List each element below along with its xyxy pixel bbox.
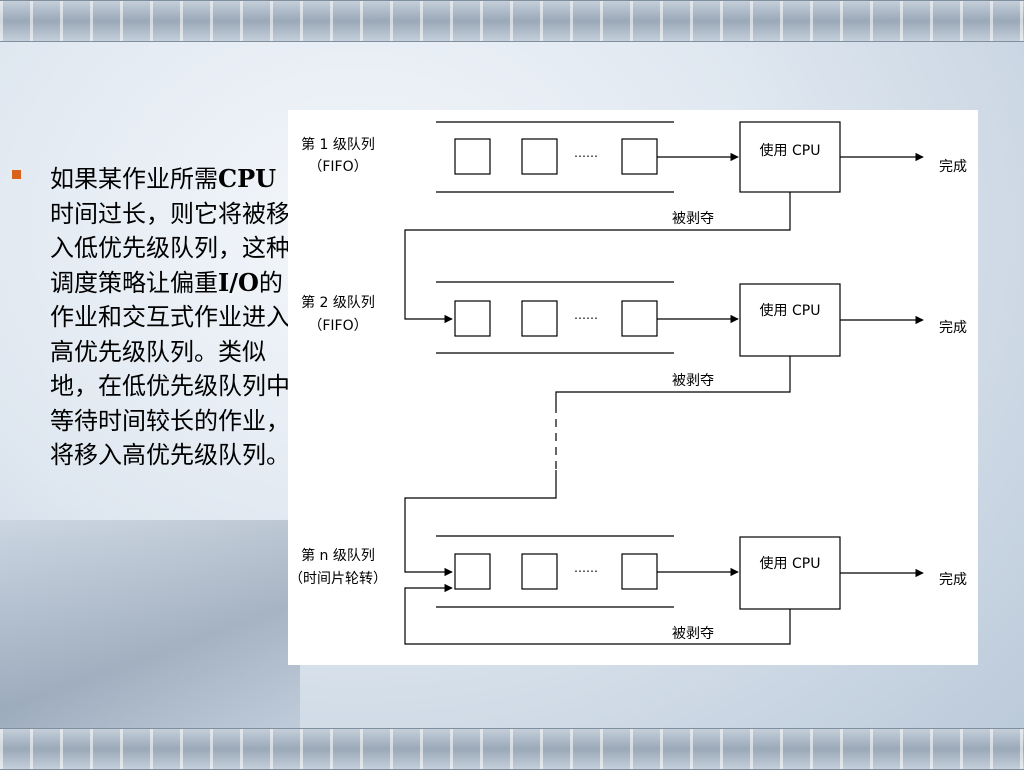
queue-n-type: （时间片轮转） bbox=[289, 571, 387, 587]
queue-n: 第 n 级队列 （时间片轮转） …… 使用 CPU 完成 被剥夺 bbox=[289, 535, 967, 645]
queue-n-job-box bbox=[521, 553, 558, 590]
queue-1: 第 1 级队列 （FIFO） …… 使用 CPU 完成 被剥夺 bbox=[301, 121, 967, 324]
queue-n-cpu-label: 使用 CPU bbox=[760, 555, 821, 572]
queue-2-name: 第 2 级队列 bbox=[301, 294, 375, 311]
queue-2-cpu-label: 使用 CPU bbox=[760, 302, 821, 319]
bullet-marker bbox=[12, 170, 21, 179]
text-part-3: 的作业和交互式作业进入高优先级队列。类似地，在低优先级队列中等待时间较长的作业，… bbox=[50, 268, 290, 470]
queue-n-round-robin-path bbox=[404, 583, 791, 645]
queue-n-ellipsis: …… bbox=[574, 561, 598, 575]
queue-n-job-box bbox=[454, 553, 491, 590]
queue-2-done-label: 完成 bbox=[939, 320, 967, 336]
queue-n-name: 第 n 级队列 bbox=[301, 547, 375, 564]
queue-n-preempt-label: 被剥夺 bbox=[672, 626, 714, 642]
text-io: I/O bbox=[218, 267, 259, 297]
bullet-text: 如果某作业所需CPU 时间过长，则它将被移入低优先级队列，这种调度策略让偏重I/O… bbox=[50, 162, 300, 473]
diagram-svg: 第 1 级队列 （FIFO） …… 使用 CPU 完成 被剥夺 第 2 级队列 … bbox=[289, 121, 967, 645]
queue-1-job-box bbox=[621, 138, 658, 175]
text-cpu: CPU bbox=[218, 164, 277, 193]
queue-2-ellipsis: …… bbox=[574, 308, 598, 322]
queue-2-job-box bbox=[621, 300, 658, 337]
queue-2-job-box bbox=[454, 300, 491, 337]
queue-2-job-box bbox=[521, 300, 558, 337]
queue-1-done-label: 完成 bbox=[939, 159, 967, 175]
queue-n-job-box bbox=[621, 553, 658, 590]
queue-1-preempt-label: 被剥夺 bbox=[672, 211, 714, 227]
bottom-decorative-band bbox=[0, 728, 1024, 770]
queue-1-ellipsis: …… bbox=[574, 146, 598, 160]
queue-n-done-label: 完成 bbox=[939, 572, 967, 588]
queue-1-cpu-box bbox=[739, 121, 841, 193]
queue-1-preempt-path bbox=[404, 192, 791, 324]
queue-2: 第 2 级队列 （FIFO） …… 使用 CPU 完成 被剥夺 bbox=[301, 281, 967, 577]
queue-1-type: （FIFO） bbox=[308, 159, 367, 175]
queue-1-cpu-label: 使用 CPU bbox=[760, 142, 821, 159]
text-part-1: 如果某作业所需 bbox=[50, 165, 218, 193]
multilevel-queue-diagram: 第 1 级队列 （FIFO） …… 使用 CPU 完成 被剥夺 第 2 级队列 … bbox=[288, 110, 978, 665]
background-wall-decoration bbox=[0, 520, 300, 728]
text-part-2: 时间过长，则它将被移入低优先级队列，这种调度策略让偏重 bbox=[50, 199, 290, 297]
queue-2-type: （FIFO） bbox=[308, 318, 367, 334]
queue-2-preempt-path-lower bbox=[404, 470, 557, 577]
queue-1-job-box bbox=[454, 138, 491, 175]
queue-1-name: 第 1 级队列 bbox=[301, 136, 375, 153]
queue-n-cpu-box bbox=[739, 536, 841, 610]
queue-1-job-box bbox=[521, 138, 558, 175]
top-decorative-band bbox=[0, 0, 1024, 42]
queue-2-preempt-path-upper bbox=[555, 356, 791, 405]
queue-2-preempt-label: 被剥夺 bbox=[672, 373, 714, 389]
queue-2-cpu-box bbox=[739, 283, 841, 357]
